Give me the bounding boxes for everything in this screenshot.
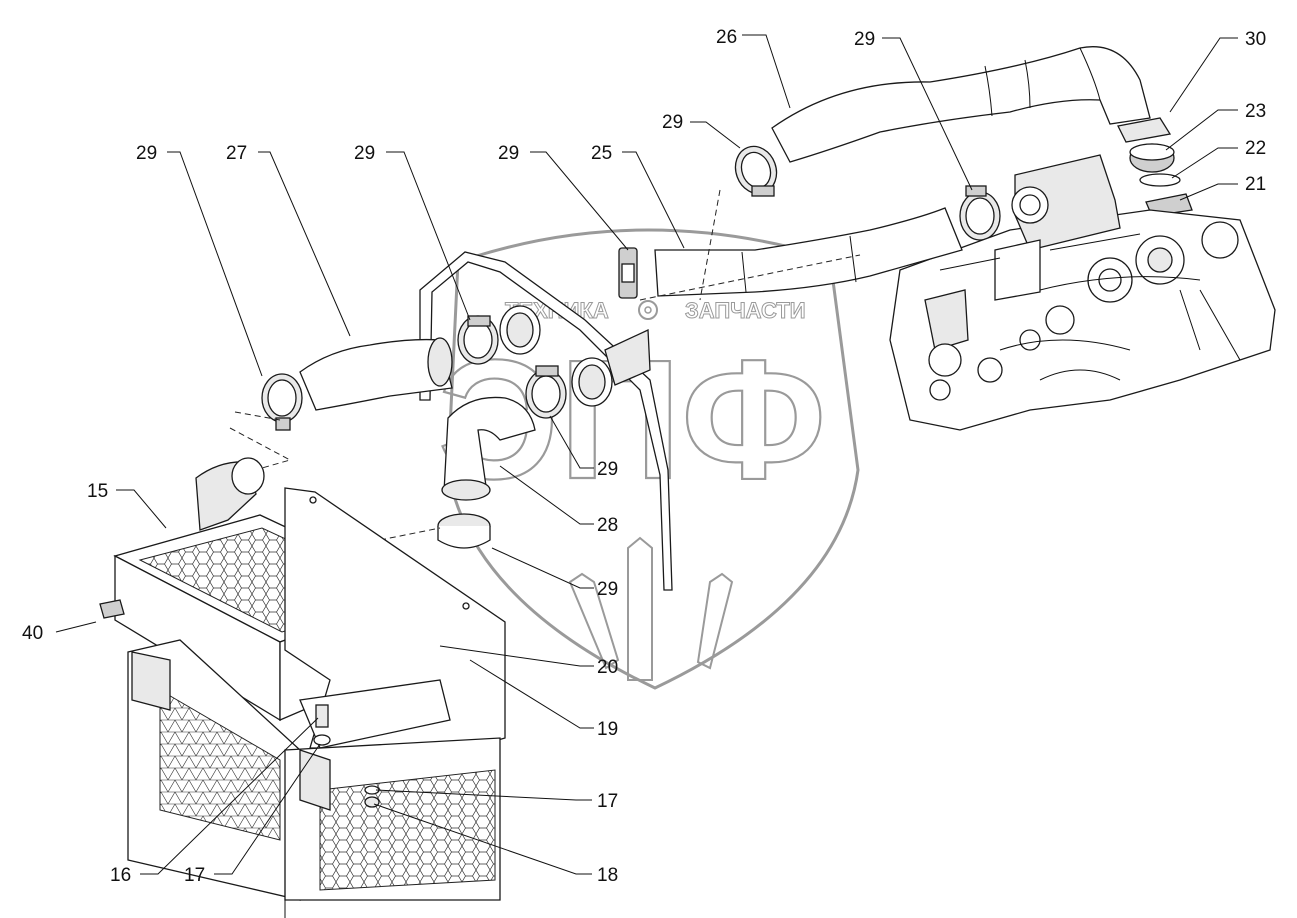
clamp-29-left (261, 373, 303, 431)
callout-17-left: 17 (184, 865, 205, 886)
callout-22: 22 (1245, 138, 1266, 159)
callout-17-right: 17 (597, 791, 618, 812)
clamp-29-right (959, 185, 1001, 241)
callout-29-mid: 29 (354, 143, 375, 164)
callout-16: 16 (110, 865, 131, 886)
clamp-29-bottom (437, 513, 491, 549)
watermark-shield (446, 228, 860, 690)
callout-20: 20 (597, 657, 618, 678)
callout-15: 15 (87, 481, 108, 502)
callout-26: 26 (716, 27, 737, 48)
callout-28: 28 (597, 515, 618, 536)
callout-29-top: 29 (854, 29, 875, 50)
callout-29-bottom: 29 (597, 579, 618, 600)
callout-25: 25 (591, 143, 612, 164)
clamp-29-lower (525, 365, 567, 419)
elbow-hose-28 (441, 396, 536, 501)
bracket-40 (99, 599, 125, 619)
cap-30 (1117, 117, 1172, 143)
clamp-29-top (734, 145, 778, 197)
lower-housing (127, 639, 501, 901)
washer-17 (313, 734, 380, 795)
gear-icon (638, 300, 658, 320)
ring-23 (1129, 143, 1175, 173)
alignment-lines (229, 189, 721, 541)
callout-29-lower: 29 (597, 459, 618, 480)
callout-18: 18 (597, 865, 618, 886)
callout-29-left: 29 (136, 143, 157, 164)
callout-27: 27 (226, 143, 247, 164)
hose-26 (771, 46, 1151, 163)
callout-40: 40 (22, 623, 43, 644)
frame-panel (284, 487, 506, 749)
callout-29-clamp: 29 (662, 112, 683, 133)
callout-23: 23 (1245, 101, 1266, 122)
clamp-29-mid (457, 315, 499, 365)
callout-21: 21 (1245, 174, 1266, 195)
sleeve-mid (499, 305, 541, 355)
hose-27 (299, 337, 453, 411)
hose-25 (639, 207, 963, 301)
watermark-right-text: ЗАПЧАСТИ (685, 298, 806, 323)
bolt-16 (315, 704, 329, 728)
connector-29-middle (618, 247, 638, 299)
callout-19: 19 (597, 719, 618, 740)
callout-labels: 26 29 30 23 22 21 29 29 27 29 29 25 29 2… (22, 27, 1266, 886)
gasket-22 (1139, 173, 1181, 187)
leader-lines (55, 34, 1238, 918)
watermark-wheat-icon (568, 536, 734, 681)
mounting-bracket (419, 251, 673, 591)
callout-29-connector: 29 (498, 143, 519, 164)
sleeve-lower (571, 357, 613, 407)
callout-30: 30 (1245, 29, 1266, 50)
engine-assembly (889, 154, 1276, 431)
